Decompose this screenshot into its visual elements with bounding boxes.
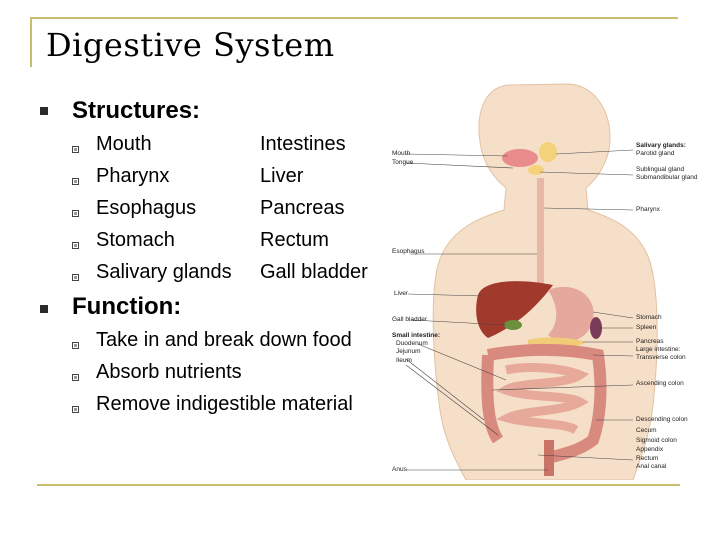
label-rectum: Rectum bbox=[636, 455, 659, 462]
label-gall-bladder: Gall bladder bbox=[392, 316, 428, 323]
label-sublingual-gland: Sublingual gland bbox=[636, 166, 685, 173]
slide-left-rule bbox=[30, 17, 32, 67]
sub-bullet-icon bbox=[72, 178, 79, 185]
label-anus: Anus bbox=[392, 466, 407, 473]
anatomy-drawing bbox=[405, 83, 658, 481]
slide-bottom-rule bbox=[37, 484, 680, 486]
label-salivary-glands: Salivary glands: bbox=[636, 142, 686, 149]
label-mouth: Mouth bbox=[392, 150, 411, 157]
function-item: Remove indigestible material bbox=[96, 393, 353, 415]
sub-bullet-icon bbox=[72, 274, 79, 281]
label-esophagus: Esophagus bbox=[392, 248, 425, 255]
structure-item: Pharynx bbox=[96, 165, 170, 187]
structures-heading: Structures: bbox=[72, 97, 201, 124]
label-transverse-colon: Transverse colon bbox=[636, 354, 686, 361]
structure-item: Esophagus bbox=[96, 197, 197, 219]
label-anal-canal: Anal canal bbox=[636, 463, 667, 470]
function-item: Absorb nutrients bbox=[96, 361, 242, 383]
structure-item: Intestines bbox=[260, 133, 346, 155]
sub-bullet-icon bbox=[72, 210, 79, 217]
label-pharynx: Pharynx bbox=[636, 206, 660, 213]
sub-bullet-icon bbox=[72, 374, 79, 381]
sub-bullet-icon bbox=[72, 146, 79, 153]
label-large-intestine: Large intestine: bbox=[636, 346, 681, 353]
label-parotid-gland: Parotid gland bbox=[636, 150, 675, 157]
structure-item: Mouth bbox=[96, 133, 152, 155]
sub-bullet-icon bbox=[72, 242, 79, 249]
sub-bullet-icon bbox=[72, 342, 79, 349]
label-small-intestine: Small intestine: bbox=[392, 332, 441, 339]
function-item: Take in and break down food bbox=[96, 329, 352, 351]
label-ileum: Ileum bbox=[396, 357, 412, 364]
label-descending-colon: Descending colon bbox=[636, 416, 688, 423]
digestive-system-illustration: Mouth Tongue Esophagus Liver Gall bladde… bbox=[388, 80, 708, 481]
label-spleen: Spleen bbox=[636, 324, 657, 331]
slide-title: Digestive System bbox=[46, 26, 335, 64]
label-sigmoid-colon: Sigmoid colon bbox=[636, 437, 677, 444]
label-duodenum: Duodenum bbox=[396, 340, 428, 347]
label-appendix: Appendix bbox=[636, 446, 664, 453]
bullet-square-icon bbox=[40, 305, 48, 313]
structure-item: Pancreas bbox=[260, 197, 345, 219]
label-jejunum: Jejunum bbox=[396, 348, 421, 355]
structure-item: Rectum bbox=[260, 229, 329, 251]
label-cecum: Cecum bbox=[636, 427, 657, 434]
function-heading: Function: bbox=[72, 293, 182, 320]
label-liver: Liver bbox=[394, 290, 409, 297]
structure-item: Stomach bbox=[96, 229, 175, 251]
label-ascending-colon: Ascending colon bbox=[636, 380, 684, 387]
label-tongue: Tongue bbox=[392, 159, 414, 166]
label-stomach: Stomach bbox=[636, 314, 662, 321]
bullet-square-icon bbox=[40, 107, 48, 115]
structure-item: Liver bbox=[260, 165, 304, 187]
slide-top-rule bbox=[30, 17, 678, 19]
structure-item: Salivary glands bbox=[96, 261, 232, 283]
label-pancreas: Pancreas bbox=[636, 338, 664, 345]
label-submandibular-gland: Submandibular gland bbox=[636, 174, 698, 181]
structure-item: Gall bladder bbox=[260, 261, 368, 283]
sub-bullet-icon bbox=[72, 406, 79, 413]
